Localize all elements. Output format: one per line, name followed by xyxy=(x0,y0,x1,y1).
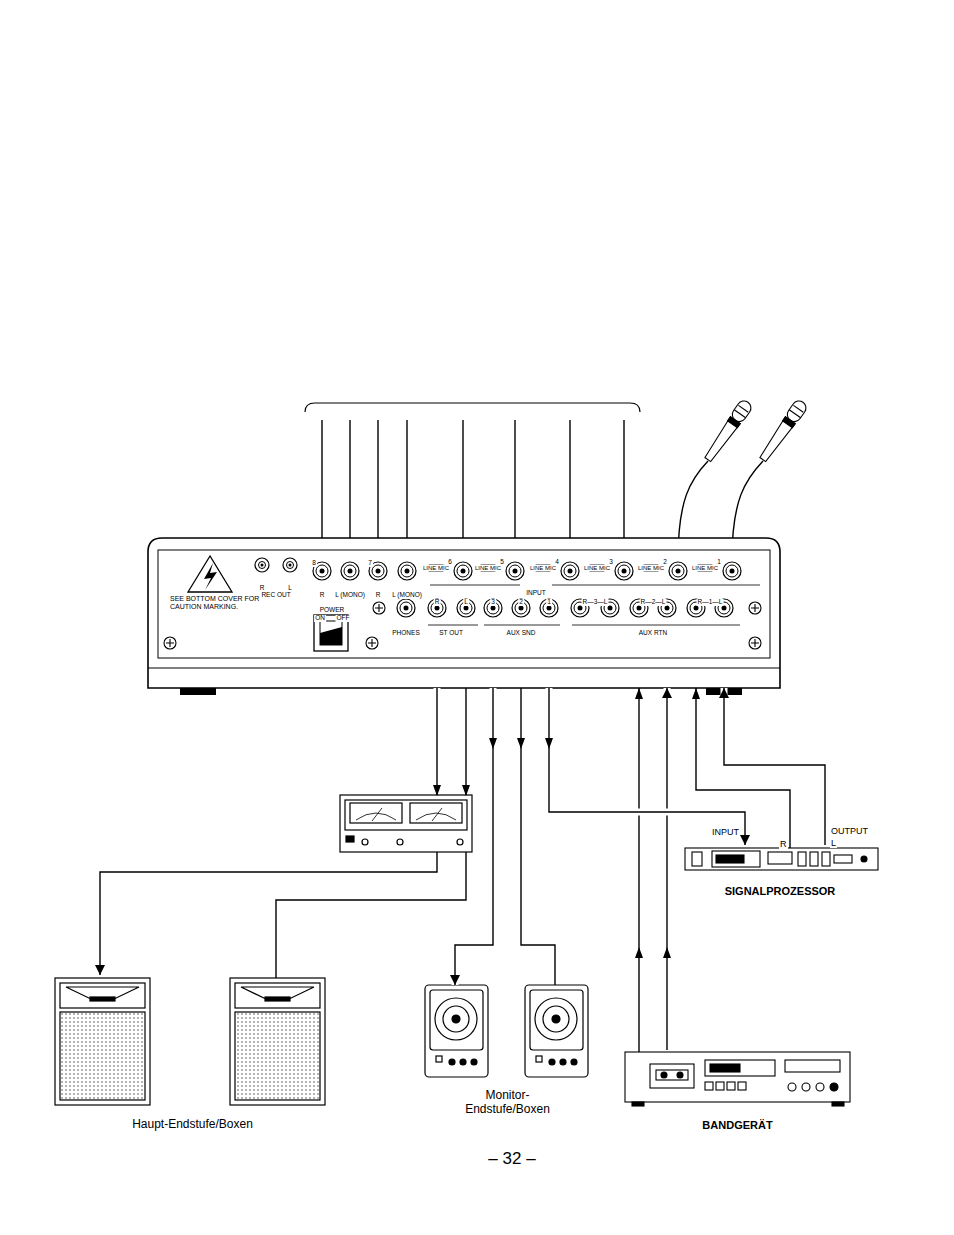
label-slot: POWER xyxy=(319,598,346,616)
label-slot: INPUT xyxy=(525,581,547,599)
panel-label: LINE MIC xyxy=(422,565,450,571)
panel-label: PHONES xyxy=(391,630,420,637)
label-slot: L xyxy=(830,832,837,850)
panel-label: R xyxy=(375,592,382,599)
panel-label: LINE MIC xyxy=(583,565,611,571)
label-slot: – 32 – xyxy=(487,1150,536,1168)
panel-label: L xyxy=(463,599,469,606)
panel-label: LINE MIC xyxy=(529,565,557,571)
panel-label: L xyxy=(287,585,293,592)
panel-label: AUX RTN xyxy=(638,630,668,637)
panel-label: OFF xyxy=(336,615,351,622)
signal-cable xyxy=(724,688,825,845)
label-slot: 8 xyxy=(311,551,317,569)
panel-label: 1 xyxy=(546,599,552,606)
label-slot: LINE MIC xyxy=(691,556,719,574)
label-slot: 2 xyxy=(518,590,524,608)
label-slot: REC OUT xyxy=(260,583,291,601)
panel-label: OUTPUT xyxy=(830,827,869,836)
label-slot: R—1—L xyxy=(697,590,724,608)
panel-label: POWER xyxy=(319,607,346,614)
panel-label: 7 xyxy=(367,560,373,567)
panel-label: 8 xyxy=(311,560,317,567)
label-slot: 3 xyxy=(490,590,496,608)
label-slot: INPUT xyxy=(711,821,740,839)
caution-note: SEE BOTTOM COVER FOR CAUTION MARKING. xyxy=(170,595,270,611)
wire-gap xyxy=(724,688,825,845)
label-slot: OUTPUT xyxy=(830,820,869,838)
device-caption: SIGNALPROZESSOR xyxy=(725,885,836,898)
panel-label: LINE MIC xyxy=(691,565,719,571)
panel-label: L (MONO) xyxy=(334,592,366,599)
signal-cable xyxy=(666,688,667,1050)
panel-label: R—3—L xyxy=(582,599,609,606)
label-slot: PHONES xyxy=(391,621,420,639)
label-slot: 7 xyxy=(367,551,373,569)
panel-label: R xyxy=(259,585,266,592)
label-slot: R xyxy=(375,583,382,601)
label-slot: R xyxy=(434,590,441,608)
label-slot: R xyxy=(319,583,326,601)
label-slot: ST OUT xyxy=(438,621,464,639)
label-slot: LINE MIC xyxy=(583,556,611,574)
device-caption: Haupt-Endstufe/Boxen xyxy=(132,1118,253,1132)
wire-gap xyxy=(549,688,745,845)
panel-label: ST OUT xyxy=(438,630,464,637)
page-number: – 32 – xyxy=(487,1150,536,1167)
label-slot: R xyxy=(779,833,788,851)
panel-label: L (MONO) xyxy=(391,592,423,599)
label-slot: LINE MIC xyxy=(422,556,450,574)
panel-label: REC OUT xyxy=(260,592,291,599)
label-slot: ON xyxy=(314,606,326,624)
panel-label: 3 xyxy=(490,599,496,606)
signal-processor: SIGNALPROZESSOR xyxy=(680,845,880,898)
tape-deck: BANDGERÄT xyxy=(620,1050,855,1132)
label-slot: LINE MIC xyxy=(474,556,502,574)
panel-label: R xyxy=(779,840,788,849)
label-slot: AUX SND xyxy=(506,621,537,639)
panel-label: R xyxy=(319,592,326,599)
label-slot: L xyxy=(463,590,469,608)
panel-label: LINE MIC xyxy=(474,565,502,571)
label-slot: R—3—L xyxy=(582,590,609,608)
monitor-speakers: Monitor- Endstufe/Boxen xyxy=(420,985,595,1117)
device-caption: BANDGERÄT xyxy=(702,1119,772,1132)
panel-label: INPUT xyxy=(525,590,547,597)
panel-label: R xyxy=(434,599,441,606)
mixer-rear-panel: SEE BOTTOM COVER FOR CAUTION MARKING. xyxy=(148,538,780,688)
label-slot: L (MONO) xyxy=(334,583,366,601)
panel-label: L xyxy=(830,839,837,848)
panel-label: LINE MIC xyxy=(637,565,665,571)
main-speakers: Haupt-Endstufe/Boxen xyxy=(50,975,335,1132)
panel-label: R—1—L xyxy=(697,599,724,606)
signal-cable xyxy=(549,688,745,845)
panel-label: AUX SND xyxy=(506,630,537,637)
label-slot: R—2—L xyxy=(640,590,667,608)
device-caption: Monitor- Endstufe/Boxen xyxy=(454,1089,562,1117)
panel-label: ON xyxy=(314,615,326,622)
label-slot: LINE MIC xyxy=(529,556,557,574)
label-slot: LINE MIC xyxy=(637,556,665,574)
label-slot: AUX RTN xyxy=(638,621,668,639)
panel-label: 2 xyxy=(518,599,524,606)
panel-label: INPUT xyxy=(711,828,740,837)
wire-gap xyxy=(664,688,671,1050)
panel-label: R—2—L xyxy=(640,599,667,606)
label-slot: 1 xyxy=(546,590,552,608)
label-slot: L (MONO) xyxy=(391,583,423,601)
label-slot: OFF xyxy=(336,606,351,624)
